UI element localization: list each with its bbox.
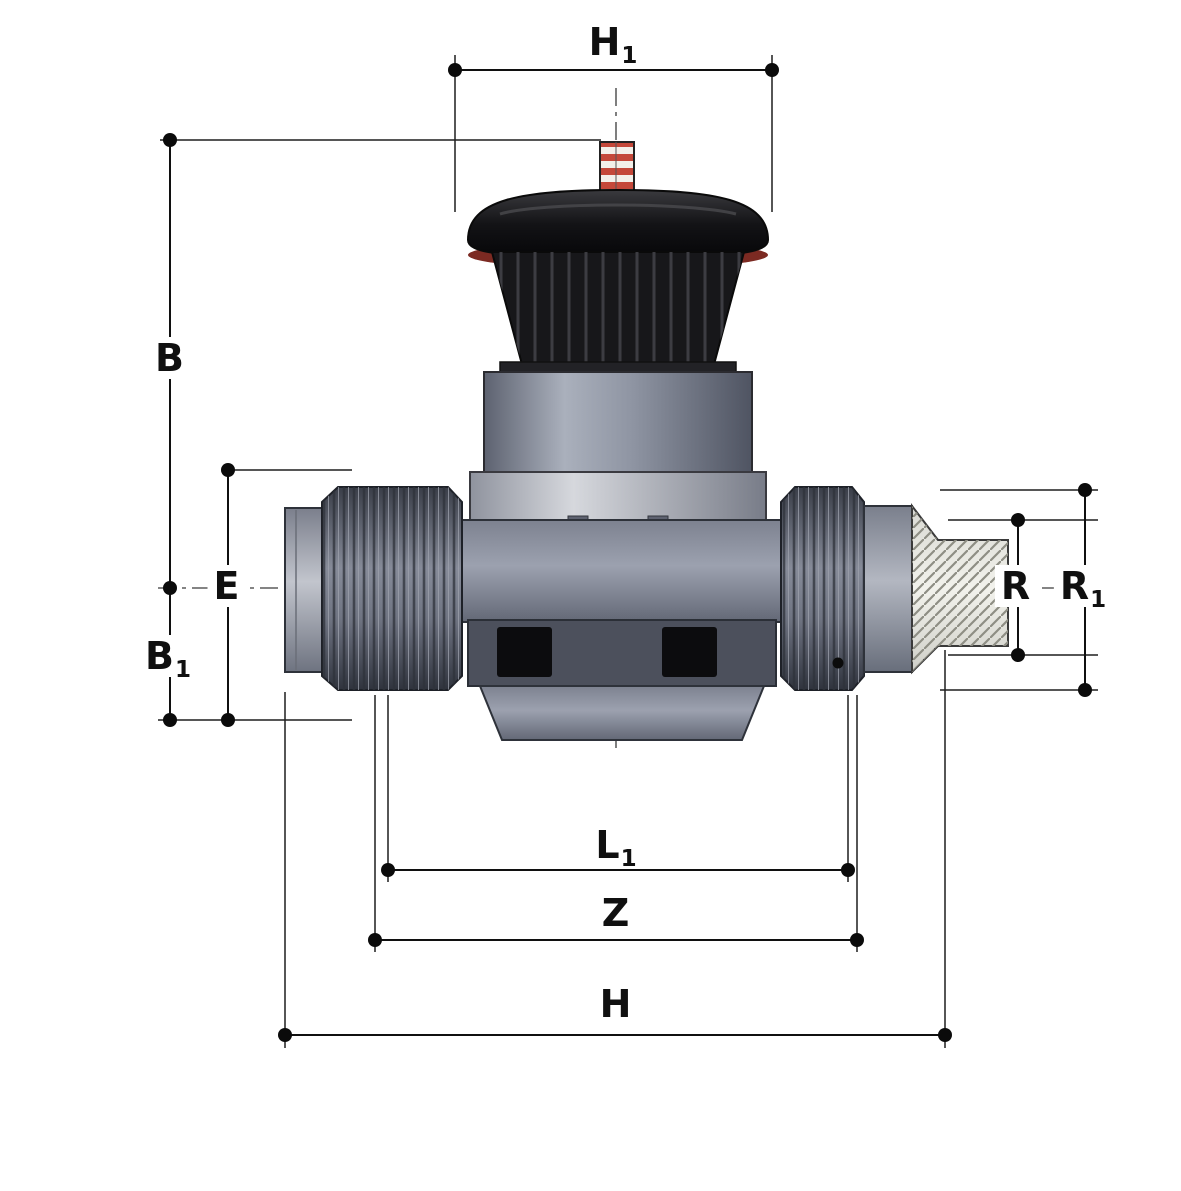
thread-hatching (912, 506, 1008, 672)
body-hole-right (662, 627, 717, 677)
dim-label-r1: R1 (1053, 564, 1113, 612)
dim-label-z: Z (602, 894, 631, 932)
dim-label-l1-text: L (595, 823, 620, 867)
dim-label-h-text: H (599, 982, 632, 1026)
dim-label-r1-text: R (1059, 564, 1090, 608)
dim-label-b: B (149, 337, 191, 379)
dim-label-h: H (600, 985, 633, 1023)
dim-label-h1-text: H (588, 20, 621, 64)
dim-label-z-text: Z (601, 891, 630, 935)
dim-label-h1-sub: 1 (621, 43, 638, 69)
dim-label-b-text: B (155, 336, 184, 380)
dim-label-b1-sub: 1 (174, 657, 191, 683)
dim-label-r1-sub: 1 (1090, 587, 1107, 613)
dim-label-r: R (994, 564, 1038, 608)
dim-label-e: E (207, 564, 247, 608)
right-union-nut-ribs (781, 487, 864, 690)
dim-label-b1-text: B (145, 634, 174, 678)
right-union (780, 486, 913, 691)
body-hole-left (497, 627, 552, 677)
valve-body (457, 519, 789, 741)
left-union (284, 486, 463, 691)
left-pipe-end (284, 507, 328, 673)
body-skirt (478, 685, 766, 741)
valve-handwheel (466, 188, 770, 373)
dim-label-l1-sub: 1 (620, 846, 637, 872)
threaded-end (911, 503, 1009, 675)
dim-label-h1: H1 (588, 20, 638, 68)
drawing-dot-detail (832, 657, 844, 669)
handwheel-cone-ribs (492, 252, 744, 372)
dimension-lines (169, 69, 1086, 1036)
dim-label-l1: L1 (595, 823, 636, 871)
dimension-dots (163, 63, 1092, 1042)
handwheel-cap-highlight (499, 203, 737, 216)
right-adaptor (863, 505, 913, 673)
dim-label-r-text: R (1000, 564, 1031, 608)
handwheel-cap (466, 188, 770, 260)
dim-label-e-text: E (213, 564, 240, 608)
left-union-nut-ribs (322, 487, 462, 690)
dim-label-b1: B1 (139, 634, 197, 682)
valve-bonnet (469, 361, 767, 530)
